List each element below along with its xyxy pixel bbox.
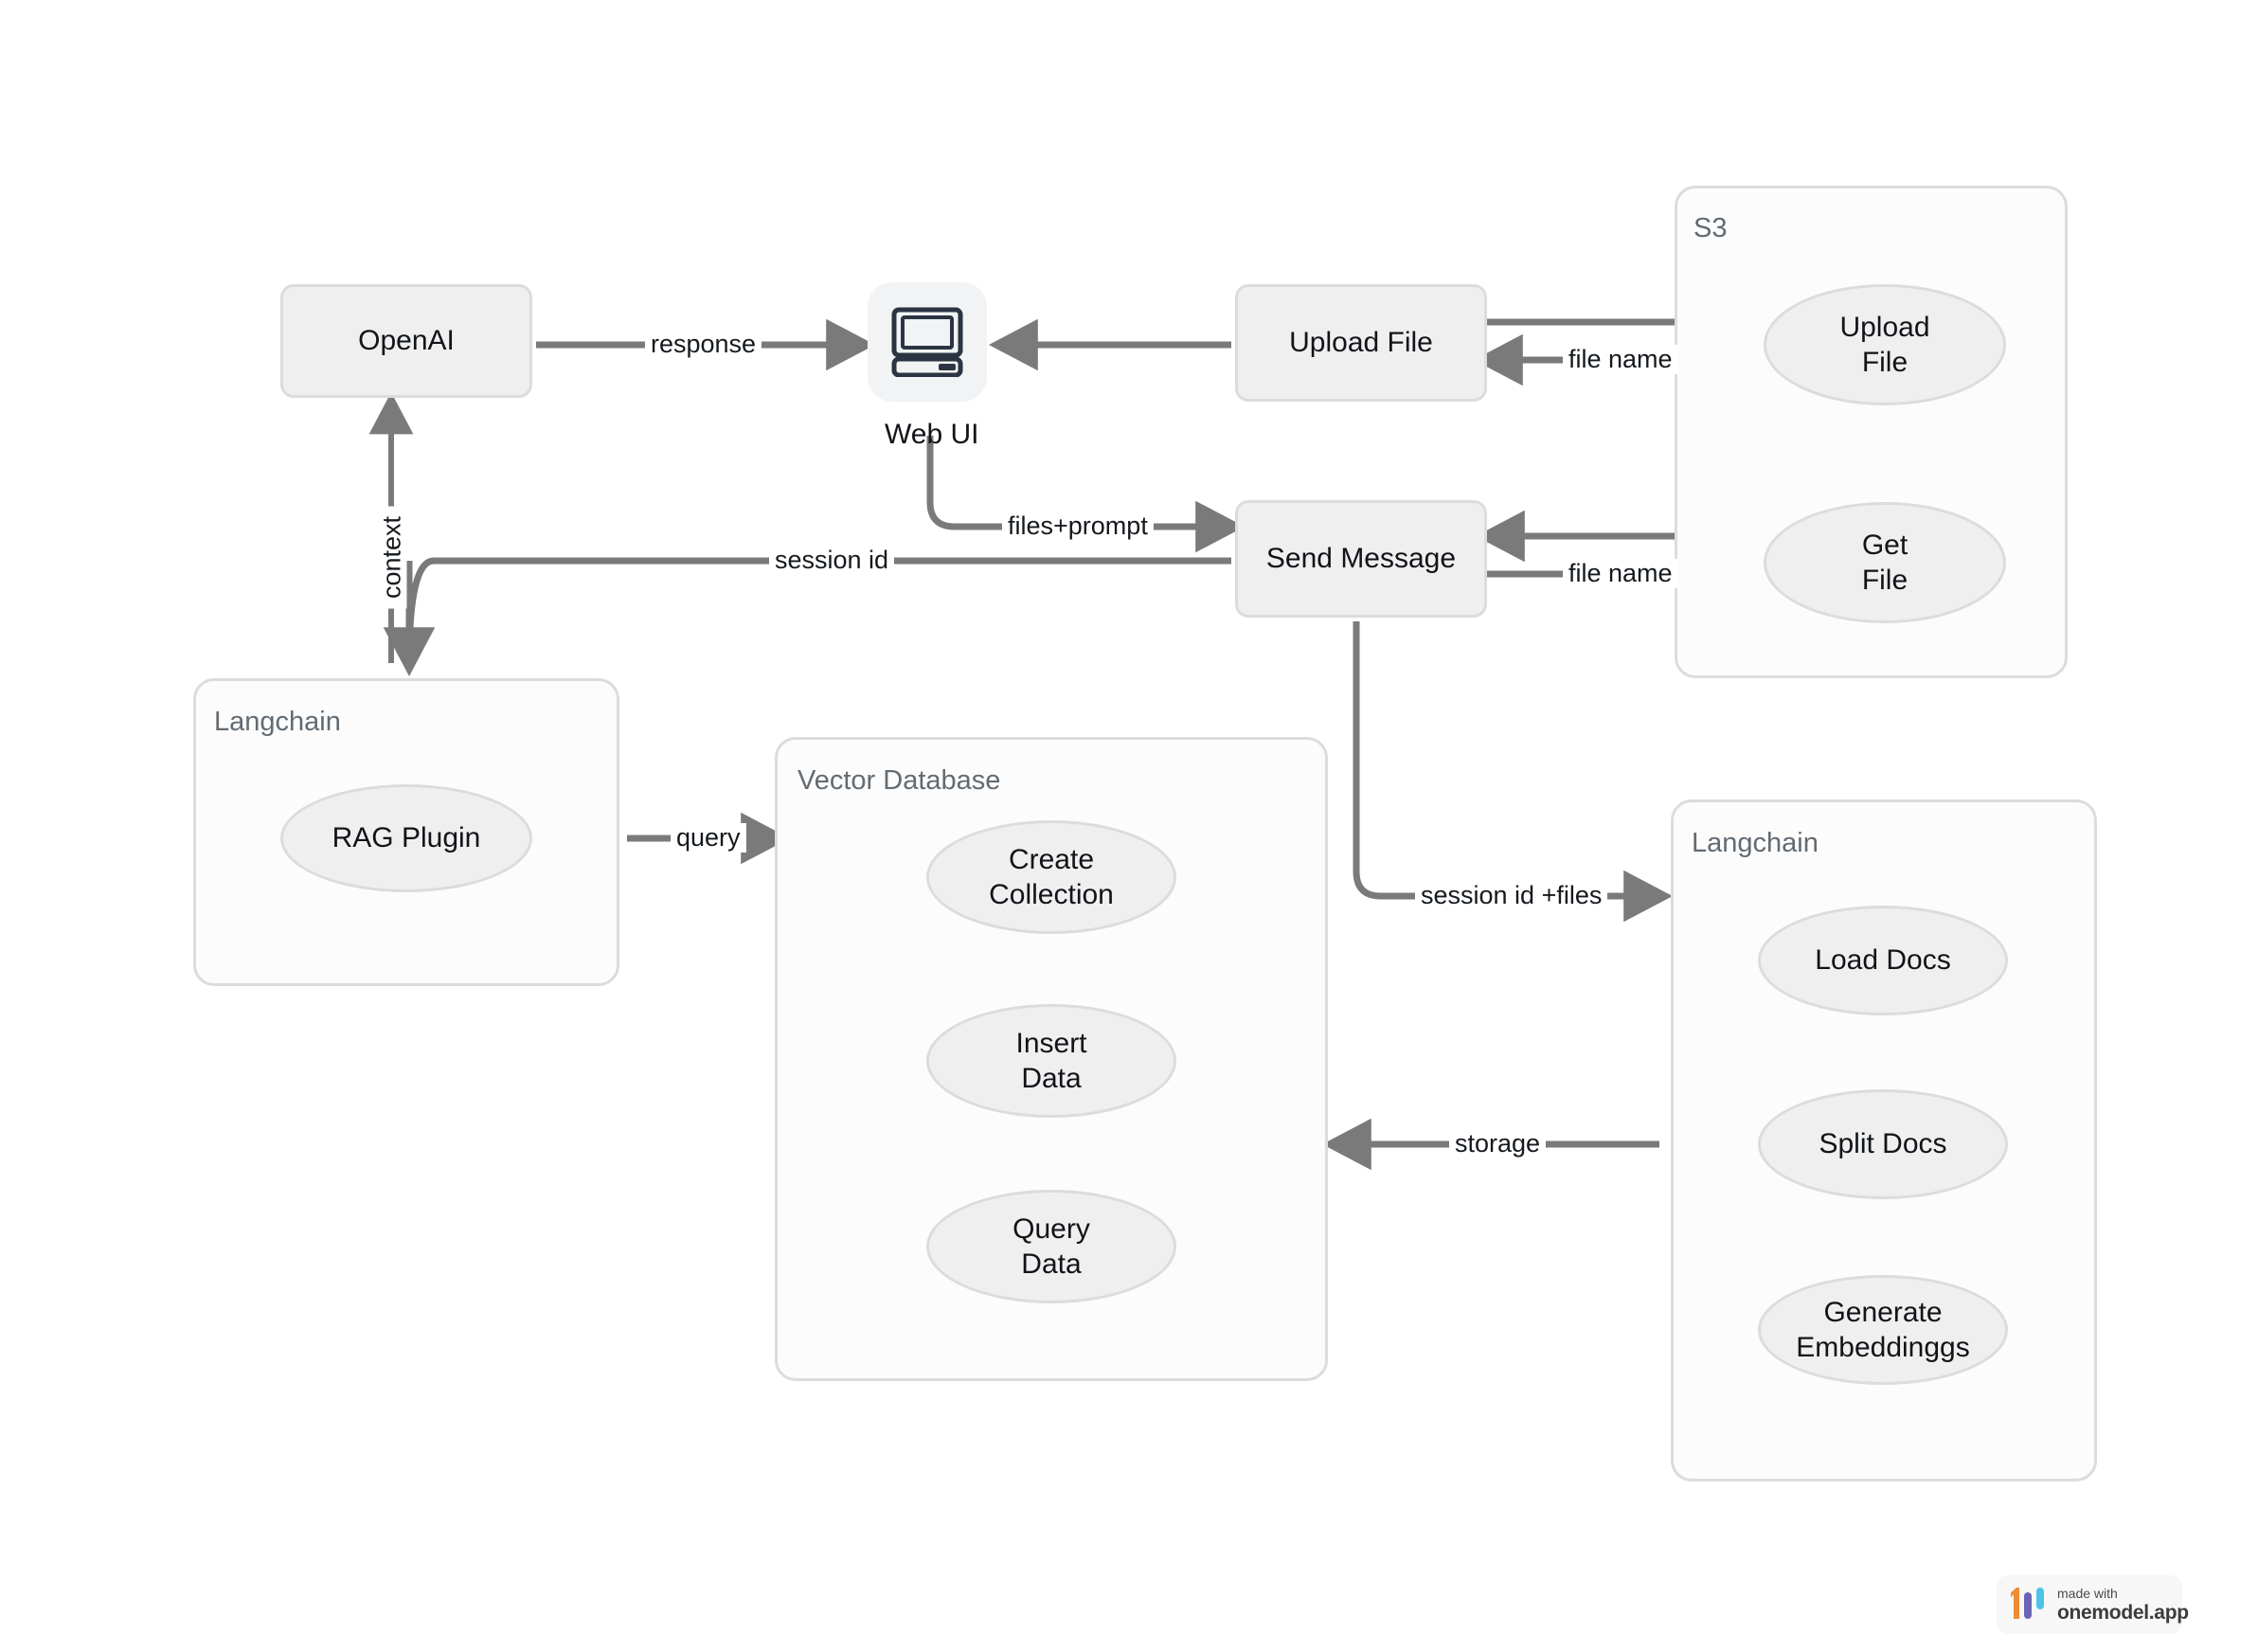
edge-label-file-name-upload: file name	[1563, 345, 1678, 374]
node-query-data[interactable]: Query Data	[926, 1190, 1176, 1303]
onemodel-logo-icon	[2010, 1588, 2048, 1621]
edge-label-query: query	[671, 823, 746, 853]
node-openai[interactable]: OpenAI	[280, 284, 532, 398]
node-generate-embeddings[interactable]: Generate Embeddinggs	[1758, 1275, 2008, 1385]
edge-label-storage: storage	[1449, 1129, 1547, 1158]
node-load-docs[interactable]: Load Docs	[1758, 906, 2008, 1015]
edge-label-files-prompt: files+prompt	[1002, 512, 1154, 541]
node-web-ui[interactable]	[868, 282, 987, 402]
edge-label-session-id: session id	[769, 546, 895, 575]
edge-sendmessage-to-langchain-right	[1353, 621, 1673, 923]
edge-webui-to-sendmessage	[926, 436, 1245, 553]
watermark-brand: onemodel.app	[2057, 1602, 2189, 1624]
watermark-onemodel[interactable]: made with onemodel.app	[1997, 1575, 2189, 1634]
edge-langchain-to-sendmessage	[405, 557, 1231, 664]
node-s3-get-file[interactable]: Get File	[1764, 502, 2006, 623]
node-split-docs[interactable]: Split Docs	[1758, 1089, 2008, 1199]
group-langchain-right-title: Langchain	[1692, 828, 1819, 858]
node-upload-file[interactable]: Upload File	[1235, 284, 1487, 402]
edge-label-file-name-get: file name	[1563, 559, 1678, 588]
group-s3-title: S3	[1694, 213, 1728, 243]
group-vector-database-title: Vector Database	[797, 765, 1001, 796]
node-s3-upload-file[interactable]: Upload File	[1764, 284, 2006, 405]
node-rag-plugin[interactable]: RAG Plugin	[280, 784, 532, 892]
node-insert-data[interactable]: Insert Data	[926, 1004, 1176, 1118]
node-create-collection[interactable]: Create Collection	[926, 820, 1176, 934]
node-web-ui-label: Web UI	[885, 419, 979, 450]
watermark-made-with: made with	[2057, 1586, 2118, 1601]
edge-label-session-id-files: session id +files	[1415, 881, 1608, 910]
edge-label-context: context	[377, 506, 407, 609]
edge-label-response: response	[645, 330, 762, 359]
group-langchain-left-title: Langchain	[214, 707, 341, 737]
desktop-computer-icon	[891, 307, 963, 377]
node-send-message[interactable]: Send Message	[1235, 500, 1487, 618]
